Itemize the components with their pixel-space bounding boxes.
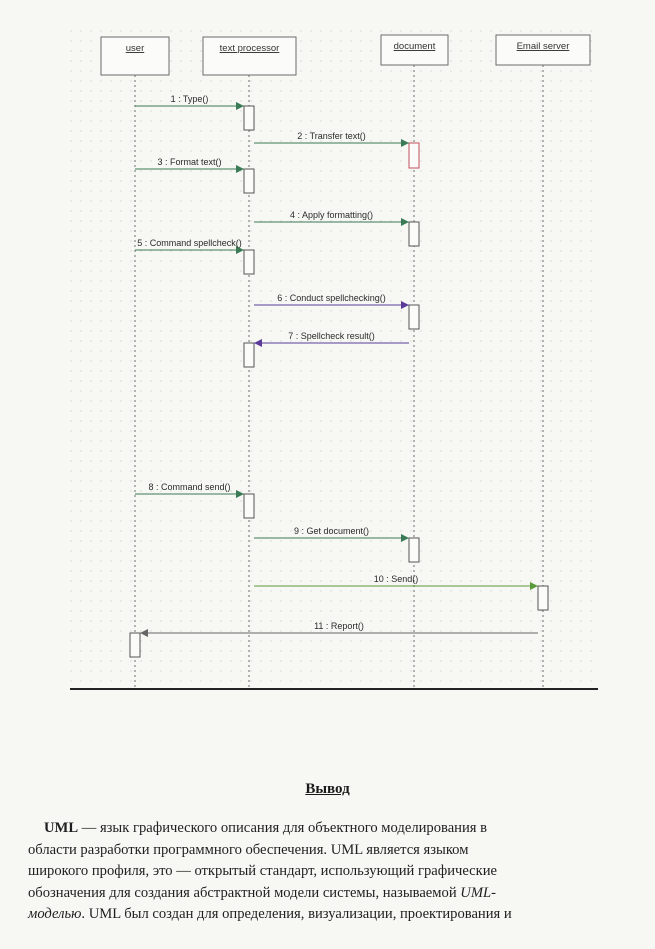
message-5: 5 : Command spellcheck() [135, 238, 244, 254]
message-arrowhead [140, 629, 148, 637]
activation-box [408, 304, 420, 330]
message-10: 10 : Send() [254, 574, 538, 590]
lifeline-box [495, 34, 591, 66]
message-label: 11 : Report() [314, 621, 364, 631]
activation-box [408, 537, 420, 563]
message-arrowhead [401, 218, 409, 226]
message-arrowhead [236, 102, 244, 110]
message-4: 4 : Apply formatting() [254, 210, 409, 226]
activation-box [243, 249, 255, 275]
paragraph-line-1: UML — язык графического описания для объ… [44, 820, 488, 836]
message-arrowhead [236, 490, 244, 498]
paragraph-line-5: моделью. UML был создан для определения,… [28, 906, 512, 923]
message-label: 6 : Conduct spellchecking() [277, 293, 386, 303]
activation-box [408, 221, 420, 247]
uml-term: UML [44, 820, 79, 836]
paragraph-line-4: обозначения для создания абстрактной мод… [28, 884, 496, 901]
message-arrowhead [401, 534, 409, 542]
conclusion-paragraph: UML — язык графического описания для объ… [28, 818, 638, 926]
message-arrowhead [401, 139, 409, 147]
grid-background [68, 30, 598, 685]
activation-box [243, 168, 255, 194]
message-8: 8 : Command send() [135, 482, 244, 498]
lifeline-email-server: Email server [495, 34, 591, 688]
lifeline-label: document [394, 41, 436, 52]
lifeline-box [202, 36, 297, 76]
message-label: 2 : Transfer text() [297, 131, 366, 141]
paragraph-line-2: области разработки программного обеспече… [28, 841, 469, 858]
sequence-diagram: user text processor document Email server 1… [68, 30, 598, 688]
message-7: 7 : Spellcheck result() [254, 331, 409, 347]
message-arrowhead [530, 582, 538, 590]
message-label: 5 : Command spellcheck() [137, 238, 242, 248]
lifeline-text-processor: text processor [202, 36, 297, 688]
message-11: 11 : Report() [140, 621, 538, 637]
activation-box [537, 585, 549, 611]
lifeline-document: document [380, 34, 449, 688]
message-2: 2 : Transfer text() [254, 131, 409, 147]
message-label: 7 : Spellcheck result() [288, 331, 375, 341]
lifeline-user: user [100, 36, 170, 688]
message-9: 9 : Get document() [254, 526, 409, 542]
message-arrowhead [236, 246, 244, 254]
message-label: 3 : Format text() [157, 157, 221, 167]
message-label: 10 : Send() [374, 574, 419, 584]
lifeline-box [100, 36, 170, 76]
message-label: 9 : Get document() [294, 526, 369, 536]
paragraph-line-3: широкого профиля, это — открытый стандар… [28, 863, 498, 880]
activation-box [243, 105, 255, 131]
message-6: 6 : Conduct spellchecking() [254, 293, 409, 309]
lifeline-label: Email server [517, 41, 570, 52]
activation-box [129, 632, 141, 658]
activation-box [243, 342, 255, 368]
message-arrowhead [401, 301, 409, 309]
message-3: 3 : Format text() [135, 157, 244, 173]
message-label: 4 : Apply formatting() [290, 210, 373, 220]
message-1: 1 : Type() [135, 94, 244, 110]
lifeline-label: user [126, 43, 144, 54]
message-arrowhead [254, 339, 262, 347]
separator-rule [70, 688, 598, 690]
message-arrowhead [236, 165, 244, 173]
activation-box [408, 142, 420, 169]
message-label: 1 : Type() [171, 94, 209, 104]
message-label: 8 : Command send() [148, 482, 230, 492]
lifeline-box [380, 34, 449, 66]
lifeline-label: text processor [220, 43, 280, 54]
activation-box [243, 493, 255, 519]
section-title: Вывод [305, 781, 350, 797]
